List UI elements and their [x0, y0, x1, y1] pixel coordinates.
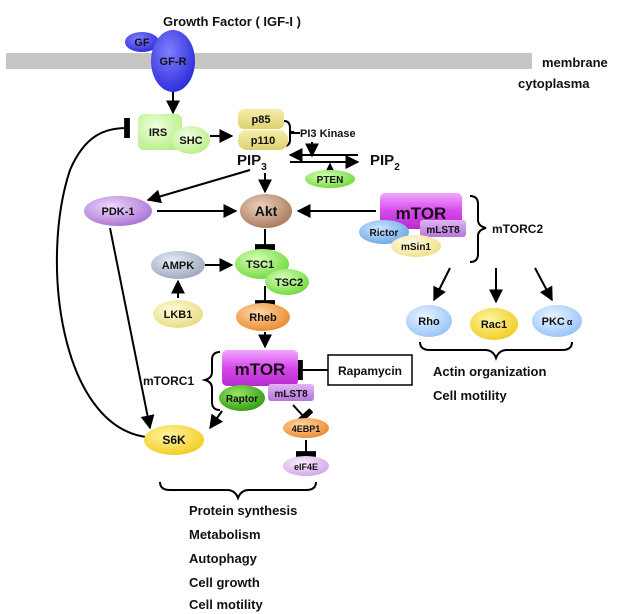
mtorc1-output-5: Cell motility	[189, 597, 263, 612]
svg-text:mLST8: mLST8	[274, 389, 308, 400]
pi3k-bracket	[283, 120, 294, 147]
edge-mtorc2-pkc	[534, 267, 553, 302]
edge-raptor-s6k	[209, 410, 223, 430]
membrane-bar	[6, 53, 532, 69]
eif4e-node: eIF4E	[283, 456, 329, 476]
svg-text:p85: p85	[252, 114, 271, 126]
4ebp1-node: 4EBP1	[283, 418, 329, 438]
svg-text:AMPK: AMPK	[162, 260, 194, 272]
svg-text:Rapamycin: Rapamycin	[338, 364, 402, 378]
svg-text:Rho: Rho	[418, 316, 440, 328]
cytoplasm-label: cytoplasma	[518, 76, 590, 91]
svg-text:Rac1: Rac1	[481, 319, 507, 331]
edge-pdk1-s6k	[109, 227, 155, 430]
rho-node: Rho	[406, 305, 452, 337]
svg-text:Rheb: Rheb	[249, 312, 277, 324]
mtorc2-bracket	[469, 195, 487, 263]
svg-text:SHC: SHC	[179, 135, 202, 147]
svg-text:LKB1: LKB1	[164, 309, 193, 321]
svg-text:S6K: S6K	[162, 433, 186, 447]
pi3k-complex: p85 p110	[238, 109, 288, 150]
svg-text:TSC2: TSC2	[275, 277, 303, 289]
gf-receptor: GF-R	[151, 30, 195, 92]
svg-text:Rictor: Rictor	[370, 228, 399, 239]
mtorc1-output-3: Autophagy	[189, 551, 258, 566]
mtorc2-output-2: Cell motility	[433, 388, 507, 403]
pdk1-node: PDK-1	[84, 196, 152, 226]
svg-text:p110: p110	[251, 135, 275, 147]
lkb1-node: LKB1	[153, 300, 203, 328]
diagram-title: Growth Factor ( IGF-I )	[163, 14, 301, 29]
mtorc2-label: mTORC2	[492, 222, 543, 236]
svg-text:GF: GF	[134, 37, 150, 49]
membrane-label: membrane	[542, 55, 608, 70]
edge-mlst8-4ebp1	[292, 404, 314, 426]
svg-text:PTEN: PTEN	[317, 175, 344, 186]
irs-shc-complex: IRS SHC	[138, 114, 210, 154]
svg-text:4EBP1: 4EBP1	[292, 424, 321, 434]
rac1-node: Rac1	[470, 308, 518, 340]
mtorc2-output-brace	[419, 341, 573, 361]
mtorc2-complex: mTOR Rictor mLST8 mSin1	[359, 193, 466, 257]
edge-pip3-pdk1	[146, 169, 251, 204]
svg-text:eIF4E: eIF4E	[294, 462, 318, 472]
svg-text:Akt: Akt	[255, 203, 278, 219]
akt-node: Akt	[240, 194, 292, 228]
pip2-label: PIP2	[370, 152, 400, 173]
ampk-node: AMPK	[151, 251, 205, 279]
svg-text:mTOR: mTOR	[235, 360, 286, 379]
svg-text:mLST8: mLST8	[426, 225, 460, 236]
mtorc1-complex: mTOR Raptor mLST8	[219, 350, 314, 411]
pten-node: PTEN	[305, 170, 355, 188]
mtorc1-output-1: Protein synthesis	[189, 503, 297, 518]
svg-text:mTOR: mTOR	[396, 204, 447, 223]
tsc-complex: TSC1 TSC2	[235, 249, 309, 295]
mtorc1-output-4: Cell growth	[189, 575, 260, 590]
edge-mtorc2-rho	[433, 267, 451, 302]
pip3-label: PIP3	[237, 152, 267, 173]
edges	[55, 92, 553, 457]
svg-text:PDK-1: PDK-1	[101, 206, 134, 218]
rapamycin-box: Rapamycin	[327, 354, 413, 386]
mtorc2-output-1: Actin organization	[433, 364, 546, 379]
mtorc1-bracket	[201, 351, 221, 411]
mtorc1-output-2: Metabolism	[189, 527, 261, 542]
svg-text:IRS: IRS	[149, 127, 167, 139]
rheb-node: Rheb	[236, 303, 290, 331]
svg-text:GF-R: GF-R	[160, 56, 187, 68]
edge-s6k-irs-feedback	[55, 117, 147, 438]
svg-text:mSin1: mSin1	[401, 242, 431, 253]
gf-ligand: GF	[125, 32, 159, 52]
mtorc1-output-brace	[159, 481, 317, 501]
pi3k-label: PI3 Kinase	[300, 128, 356, 140]
s6k-node: S6K	[144, 425, 204, 455]
svg-text:TSC1: TSC1	[246, 259, 274, 271]
mtorc1-label: mTORC1	[143, 374, 194, 388]
svg-text:Raptor: Raptor	[226, 394, 258, 405]
